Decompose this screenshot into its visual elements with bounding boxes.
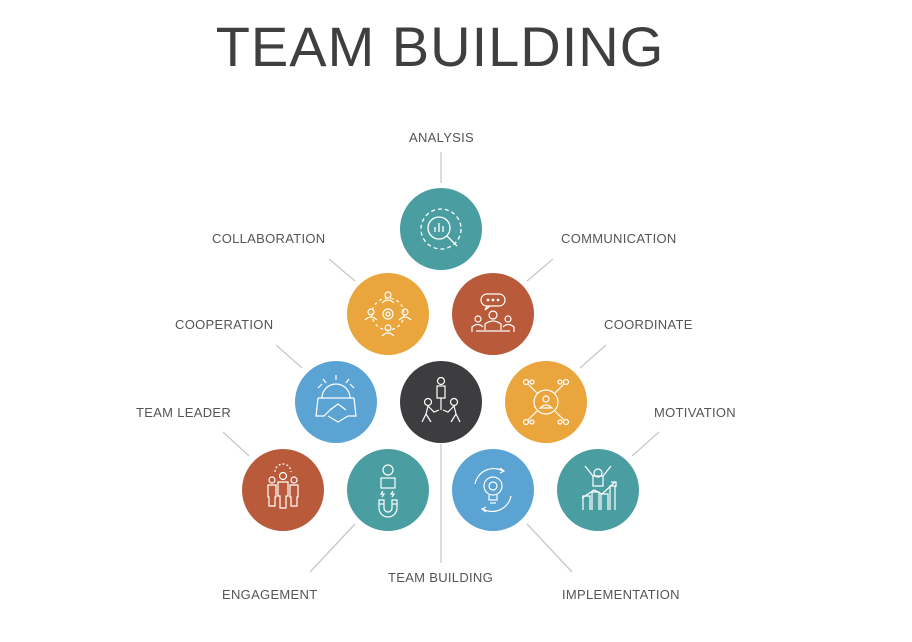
handshake-gear-icon <box>315 375 357 423</box>
leader-group-icon <box>267 463 299 509</box>
label-analysis: ANALYSIS <box>409 130 475 145</box>
connector-motivation <box>631 431 660 457</box>
bulb-cycle-icon <box>474 467 512 513</box>
label-team-building: TEAM BUILDING <box>388 570 494 585</box>
connector-team-leader <box>222 431 250 457</box>
connector-collaboration <box>328 258 356 282</box>
team-lift-icon <box>421 376 461 423</box>
node-collaboration[interactable] <box>347 273 429 355</box>
node-implementation[interactable] <box>452 449 534 531</box>
connector-cooperation <box>275 344 303 369</box>
page-title: TEAM BUILDING <box>215 15 665 78</box>
connector-engagement <box>309 523 356 573</box>
node-team-building[interactable] <box>400 361 482 443</box>
connector-communication <box>526 258 554 282</box>
label-coordinate: COORDINATE <box>604 317 693 332</box>
label-engagement: ENGAGEMENT <box>222 587 318 602</box>
node-analysis[interactable] <box>400 188 482 270</box>
person-growth-icon <box>581 465 617 510</box>
connector-coordinate <box>579 344 607 369</box>
node-cooperation[interactable] <box>295 361 377 443</box>
label-team-leader: TEAM LEADER <box>136 405 232 420</box>
node-motivation[interactable] <box>557 449 639 531</box>
label-motivation: MOTIVATION <box>654 405 736 420</box>
node-coordinate[interactable] <box>505 361 587 443</box>
person-network-icon <box>522 378 570 426</box>
label-cooperation: COOPERATION <box>175 317 274 332</box>
people-gear-icon <box>364 291 412 337</box>
label-communication: COMMUNICATION <box>561 231 677 246</box>
node-team-leader[interactable] <box>242 449 324 531</box>
label-collaboration: COLLABORATION <box>212 231 326 246</box>
connector-lines <box>222 152 660 573</box>
person-magnet-icon <box>378 464 398 518</box>
magnifier-chart-icon <box>420 208 462 250</box>
meeting-chat-icon <box>471 293 515 332</box>
node-communication[interactable] <box>452 273 534 355</box>
label-implementation: IMPLEMENTATION <box>562 587 680 602</box>
connector-implementation <box>526 523 573 573</box>
node-engagement[interactable] <box>347 449 429 531</box>
